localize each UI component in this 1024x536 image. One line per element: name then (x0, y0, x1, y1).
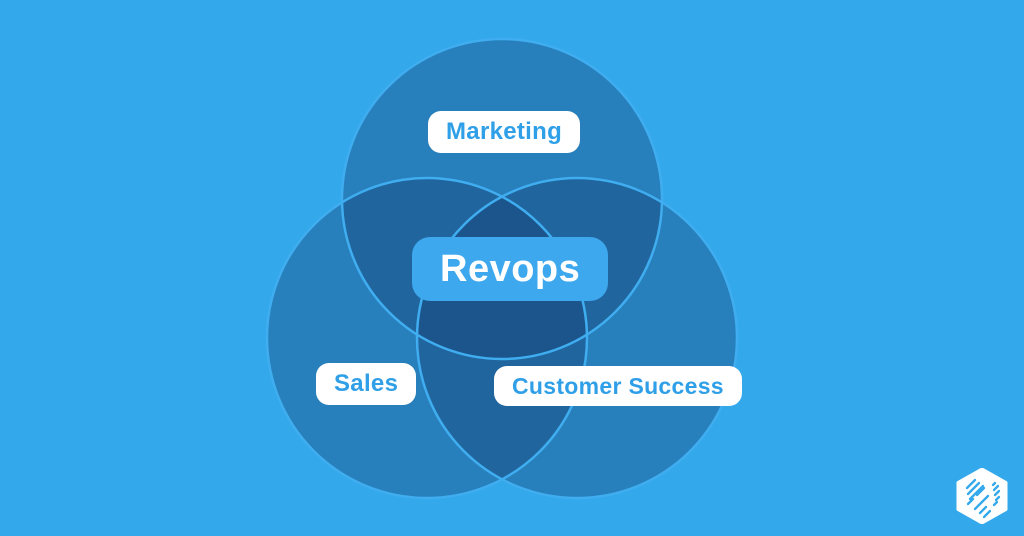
label-customer-success: Customer Success (494, 366, 742, 406)
label-sales: Sales (316, 363, 417, 405)
label-revops-text: Revops (440, 247, 581, 290)
label-sales-text: Sales (334, 370, 399, 397)
label-revops: Revops (412, 237, 609, 301)
label-customer-success-text: Customer Success (512, 372, 724, 399)
hexagon-logo-hatching (965, 478, 1001, 519)
venn-circle-marketing-outline (340, 37, 664, 361)
label-marketing: Marketing (428, 111, 581, 153)
venn-circle-sales-outline (265, 176, 589, 500)
hexagon-logo-icon (956, 468, 1008, 524)
venn-circle-customer-success-outline (415, 176, 739, 500)
label-marketing-text: Marketing (446, 118, 563, 145)
venn-circle-customer-success (417, 178, 737, 498)
